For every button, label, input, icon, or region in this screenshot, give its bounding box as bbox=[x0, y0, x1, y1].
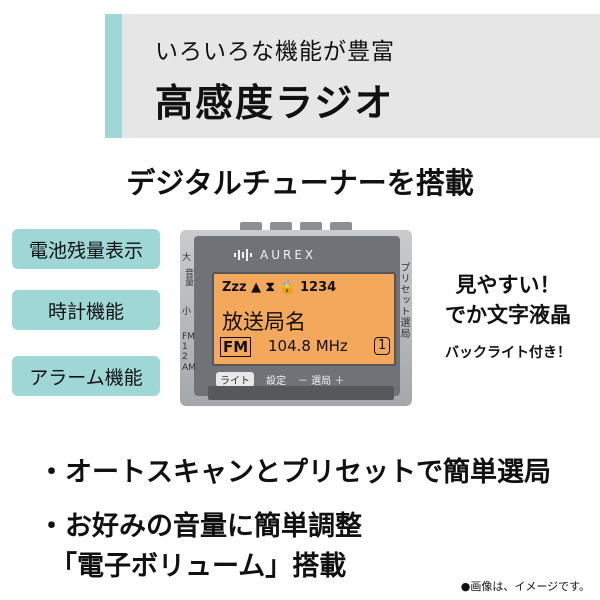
image-footnote: ●画像は、イメージです。 bbox=[460, 580, 590, 593]
volume-min-label: 小 bbox=[182, 307, 192, 317]
top-button bbox=[270, 222, 292, 232]
brand-name: AUREX bbox=[260, 248, 317, 262]
volume-max-label: 大 bbox=[182, 253, 192, 263]
header-accent-bar bbox=[105, 14, 122, 138]
display-callout: 見やすい！ でか文字液晶 bbox=[428, 270, 588, 330]
backlight-callout: バックライト付き！ bbox=[445, 345, 571, 361]
band-fm1-label: 1 bbox=[182, 342, 188, 352]
header-banner bbox=[105, 14, 600, 138]
top-button bbox=[330, 222, 352, 232]
radio-image: 大 音量 小 FM 1 2 AM AUREX Zzz ▲ ⧗ 🔒 1234 放送… bbox=[180, 220, 412, 406]
tuner-heading: デジタルチューナーを搭載 bbox=[126, 166, 474, 200]
bullet-auto-scan: ・オートスキャンとプリセットで簡単選局 bbox=[38, 457, 551, 488]
top-button bbox=[240, 222, 262, 232]
radio-lower-controls bbox=[208, 386, 394, 400]
top-button bbox=[300, 222, 322, 232]
radio-top-buttons bbox=[240, 220, 352, 234]
lcd-station-name: 放送局名 bbox=[222, 310, 306, 334]
lcd-display: Zzz ▲ ⧗ 🔒 1234 放送局名 FM 104.8 MHz 1 bbox=[212, 272, 396, 366]
brand-logo-icon bbox=[234, 249, 252, 261]
radio-button-row: ライト 設定 － 選局 ＋ bbox=[216, 372, 344, 387]
tuning-buttons: － 選局 ＋ bbox=[298, 376, 345, 387]
feature-clock-label: 時計機能 bbox=[12, 290, 160, 330]
light-button: ライト bbox=[216, 372, 254, 387]
header-subtitle: いろいろな機能が豊富 bbox=[155, 39, 395, 65]
lcd-status-icons: Zzz ▲ ⧗ 🔒 1234 bbox=[222, 280, 337, 295]
band-am-label: AM bbox=[182, 363, 196, 373]
feature-alarm-label: アラーム機能 bbox=[12, 356, 160, 396]
settings-button: 設定 bbox=[266, 376, 286, 387]
lcd-frequency: 104.8 MHz bbox=[268, 337, 348, 355]
feature-battery-label: 電池残量表示 bbox=[12, 229, 160, 269]
preset-tuning-label: プリセット選局 bbox=[398, 262, 409, 339]
volume-label: 音量 bbox=[183, 268, 193, 286]
band-fm-label: FM bbox=[182, 332, 195, 342]
display-callout-line1: 見やすい！ bbox=[455, 273, 561, 297]
bullet-electronic-volume: 「電子ボリューム」搭載 bbox=[50, 551, 347, 582]
lcd-band: FM bbox=[220, 337, 252, 357]
bullet-volume: ・お好みの音量に簡単調整 bbox=[38, 511, 362, 542]
band-fm2-label: 2 bbox=[182, 352, 188, 362]
display-callout-line2: でか文字液晶 bbox=[445, 303, 571, 327]
header-title: 高感度ラジオ bbox=[155, 81, 395, 125]
brand-row: AUREX bbox=[234, 248, 316, 262]
lcd-preset-number: 1 bbox=[374, 337, 391, 355]
